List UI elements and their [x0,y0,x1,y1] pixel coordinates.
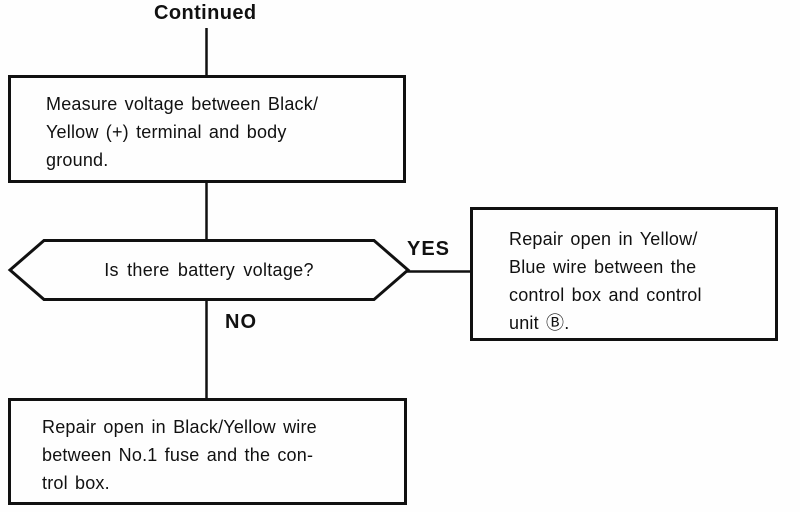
yes-label: YES [407,238,451,260]
decision-hexagon [7,239,411,301]
yes-result-text: Repair open in Yellow/ Blue wire between… [509,229,702,333]
no-label: NO [225,311,257,333]
no-result-text: Repair open in Black/Yellow wire between… [42,417,317,493]
measure-voltage-box: Measure voltage between Black/ Yellow (+… [8,75,406,183]
no-result-box: Repair open in Black/Yellow wire between… [8,398,407,505]
decision-question: Is there battery voltage? [104,259,314,280]
measure-voltage-text: Measure voltage between Black/ Yellow (+… [46,94,319,170]
yes-result-box: Repair open in Yellow/ Blue wire between… [470,207,778,341]
continued-label: Continued [154,2,257,24]
